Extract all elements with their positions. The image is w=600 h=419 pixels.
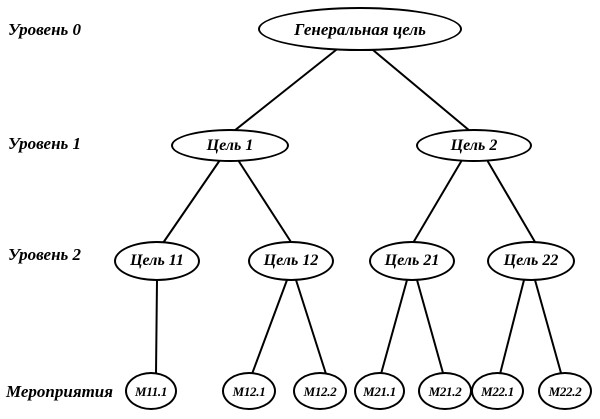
connector-goal1-goal11 — [162, 159, 221, 244]
connector-root-goal1 — [233, 49, 337, 132]
connector-goal21-m21_2 — [416, 279, 444, 374]
connector-goal2-goal21 — [412, 159, 463, 244]
connector-root-goal2 — [372, 49, 471, 132]
connector-goal22-m22_1 — [499, 279, 525, 375]
connector-goal12-m12_1 — [251, 279, 288, 375]
node-measure-m12-1: М12.1 — [222, 372, 276, 410]
level-label-activities: Мероприятия — [6, 382, 114, 401]
level-label-0: Уровень 0 — [8, 20, 82, 39]
connector-goal2-goal22 — [486, 159, 536, 243]
node-measure-m21-1: М21.1 — [354, 372, 405, 410]
node-goal-1: Цель 1 — [171, 129, 289, 162]
level-label-1: Уровень 1 — [8, 134, 82, 153]
connector-goal21-m21_1 — [380, 279, 408, 375]
node-goal-12: Цель 12 — [248, 241, 334, 281]
node-measure-m22-2: М22.2 — [538, 372, 592, 410]
node-goal-21: Цель 21 — [369, 241, 455, 281]
connector-goal11-m11_1 — [155, 279, 158, 375]
node-measure-m12-2: М12.2 — [293, 372, 347, 410]
node-goal-11: Цель 11 — [114, 241, 200, 281]
node-general-goal: Генеральная цель — [258, 7, 462, 51]
node-measure-m11-1: М11.1 — [125, 372, 177, 410]
node-measure-m21-2: М21.2 — [418, 372, 472, 410]
connector-goal22-m22_2 — [534, 279, 562, 374]
node-goal-22: Цель 22 — [487, 241, 575, 281]
connector-goal1-goal12 — [237, 159, 292, 243]
node-goal-2: Цель 2 — [416, 129, 532, 162]
connector-goal12-m12_2 — [295, 279, 327, 375]
level-label-2: Уровень 2 — [8, 245, 82, 264]
node-measure-m22-1: М22.1 — [471, 372, 524, 410]
